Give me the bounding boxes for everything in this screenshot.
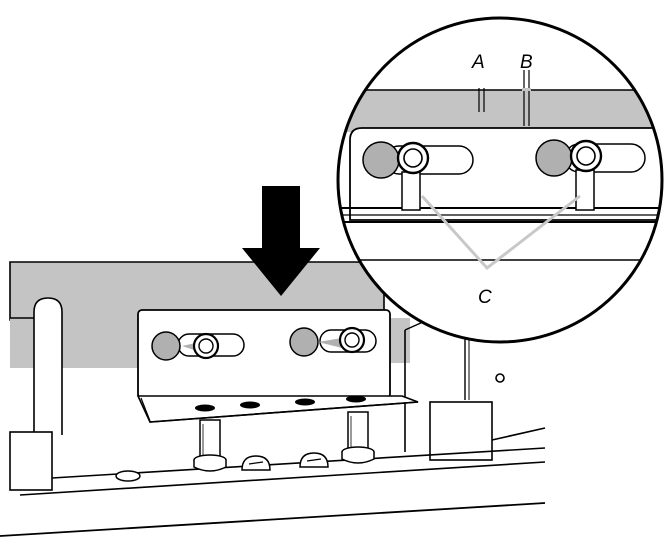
screw-head-1	[241, 455, 271, 471]
callout-b: B	[520, 52, 533, 73]
leader-c	[420, 194, 581, 271]
inset-border	[336, 16, 664, 344]
slot-left	[151, 331, 245, 361]
right-block	[429, 401, 493, 461]
standoff-left	[193, 419, 227, 472]
inset-slot-right	[535, 139, 646, 211]
bracket-flange	[136, 395, 419, 423]
left-post	[33, 297, 63, 435]
down-arrow-icon	[242, 186, 320, 296]
base-slot	[115, 470, 141, 482]
left-block	[9, 431, 53, 491]
screw-head-2	[299, 452, 329, 468]
inset-tab-right	[575, 169, 595, 211]
standoff-right	[341, 411, 375, 464]
standoffs	[193, 411, 375, 472]
inset-gray-panel	[338, 90, 662, 132]
inset-slot-left	[362, 141, 474, 211]
slot-right	[289, 326, 377, 357]
bracket	[136, 309, 419, 423]
gray-panel-lower	[10, 318, 140, 368]
small-hole	[495, 373, 505, 383]
callout-c: C	[478, 287, 492, 308]
detail-inset	[336, 16, 664, 344]
inset-tab-left	[401, 171, 421, 211]
callout-a: A	[471, 52, 485, 73]
